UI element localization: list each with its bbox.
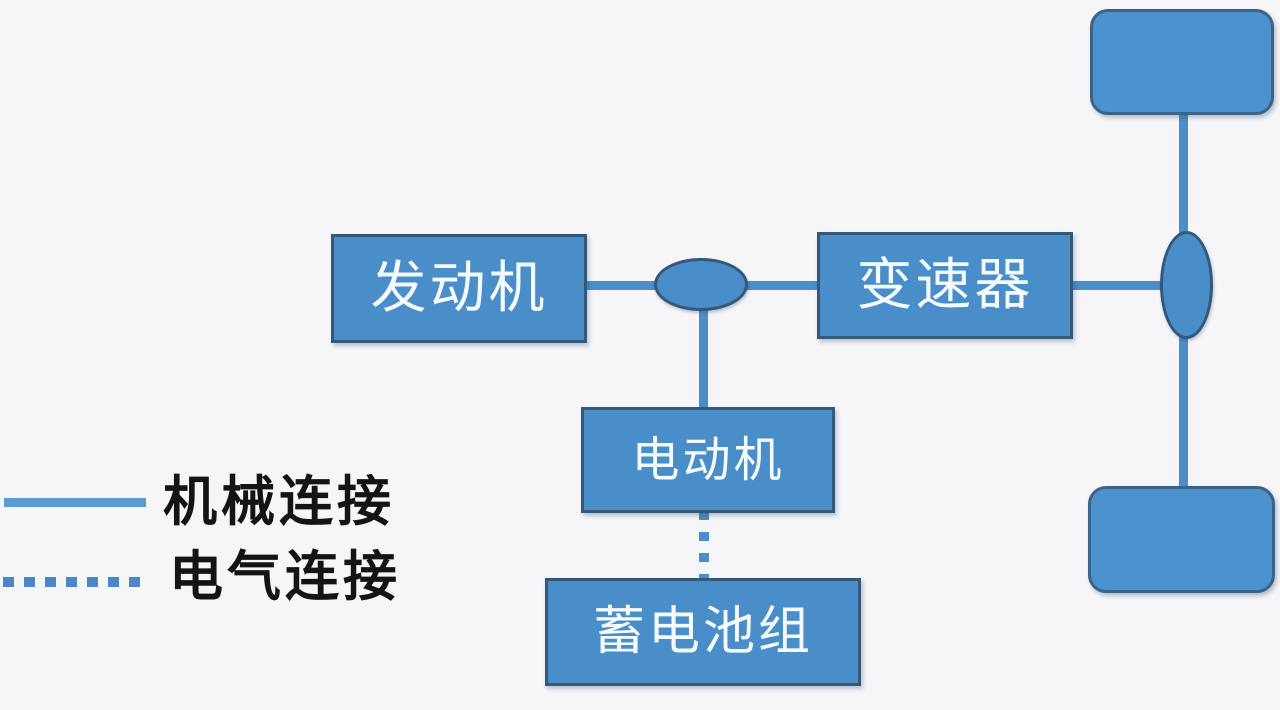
legend-mechanical-label: 机械连接 <box>163 470 395 533</box>
legend-electrical-line <box>3 577 141 587</box>
connector-transmission-differential <box>1073 281 1165 290</box>
wheel-top <box>1090 9 1274 115</box>
legend-electrical-label: 电气连接 <box>169 545 401 608</box>
wheel-bottom <box>1088 486 1275 593</box>
node-battery-label: 蓄电池组 <box>592 602 813 662</box>
legend-mechanical-line <box>4 498 146 507</box>
node-motor: 电动机 <box>581 407 835 513</box>
connector-motor-battery-electrical <box>699 511 709 579</box>
node-transmission: 变速器 <box>817 232 1073 339</box>
node-engine-label: 发动机 <box>370 255 548 321</box>
node-battery: 蓄电池组 <box>545 578 861 686</box>
node-motor-label: 电动机 <box>631 432 785 488</box>
connector-engine-coupler <box>587 281 657 290</box>
connector-coupler-motor <box>699 306 708 408</box>
power-coupler-ellipse <box>654 258 748 311</box>
node-transmission-label: 变速器 <box>856 252 1034 318</box>
node-engine: 发动机 <box>331 234 587 343</box>
differential-ellipse <box>1160 231 1213 339</box>
connector-coupler-transmission <box>745 281 817 290</box>
